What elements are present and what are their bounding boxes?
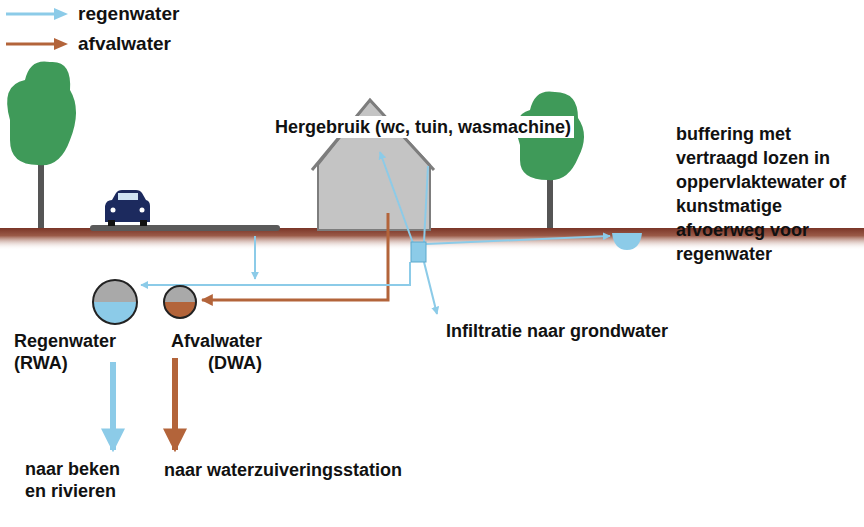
outflow-arrow <box>110 362 116 450</box>
legend-swatch <box>4 32 70 56</box>
pipe-circle <box>162 284 198 320</box>
legend-swatch <box>4 2 70 26</box>
pipe-label: Regenwater (RWA) <box>14 330 126 374</box>
pipe-node: Afvalwater (DWA) <box>150 286 262 374</box>
rain-pipes <box>141 152 610 314</box>
tree <box>517 91 584 230</box>
pipe-node: Regenwater (RWA) <box>14 278 126 374</box>
label: Infiltratie naar grondwater <box>446 320 668 342</box>
legend-text: afvalwater <box>78 33 171 55</box>
tree <box>7 61 76 230</box>
label: buffering met vertraagd lozen in oppervl… <box>676 122 860 266</box>
waste-pipe <box>202 213 388 300</box>
label: naar waterzuiveringsstation <box>164 459 402 481</box>
car <box>105 190 150 226</box>
outflow-arrow <box>172 358 178 450</box>
legend-text: regenwater <box>78 3 179 25</box>
pipe-label: Afvalwater (DWA) <box>150 330 262 374</box>
pond <box>612 233 642 250</box>
label: naar beken en rivieren <box>25 458 145 502</box>
pipe-circle <box>91 278 139 326</box>
rain-tank <box>411 242 426 262</box>
road <box>90 225 280 231</box>
label: Hergebruik (wc, tuin, wasmachine) <box>272 116 574 138</box>
